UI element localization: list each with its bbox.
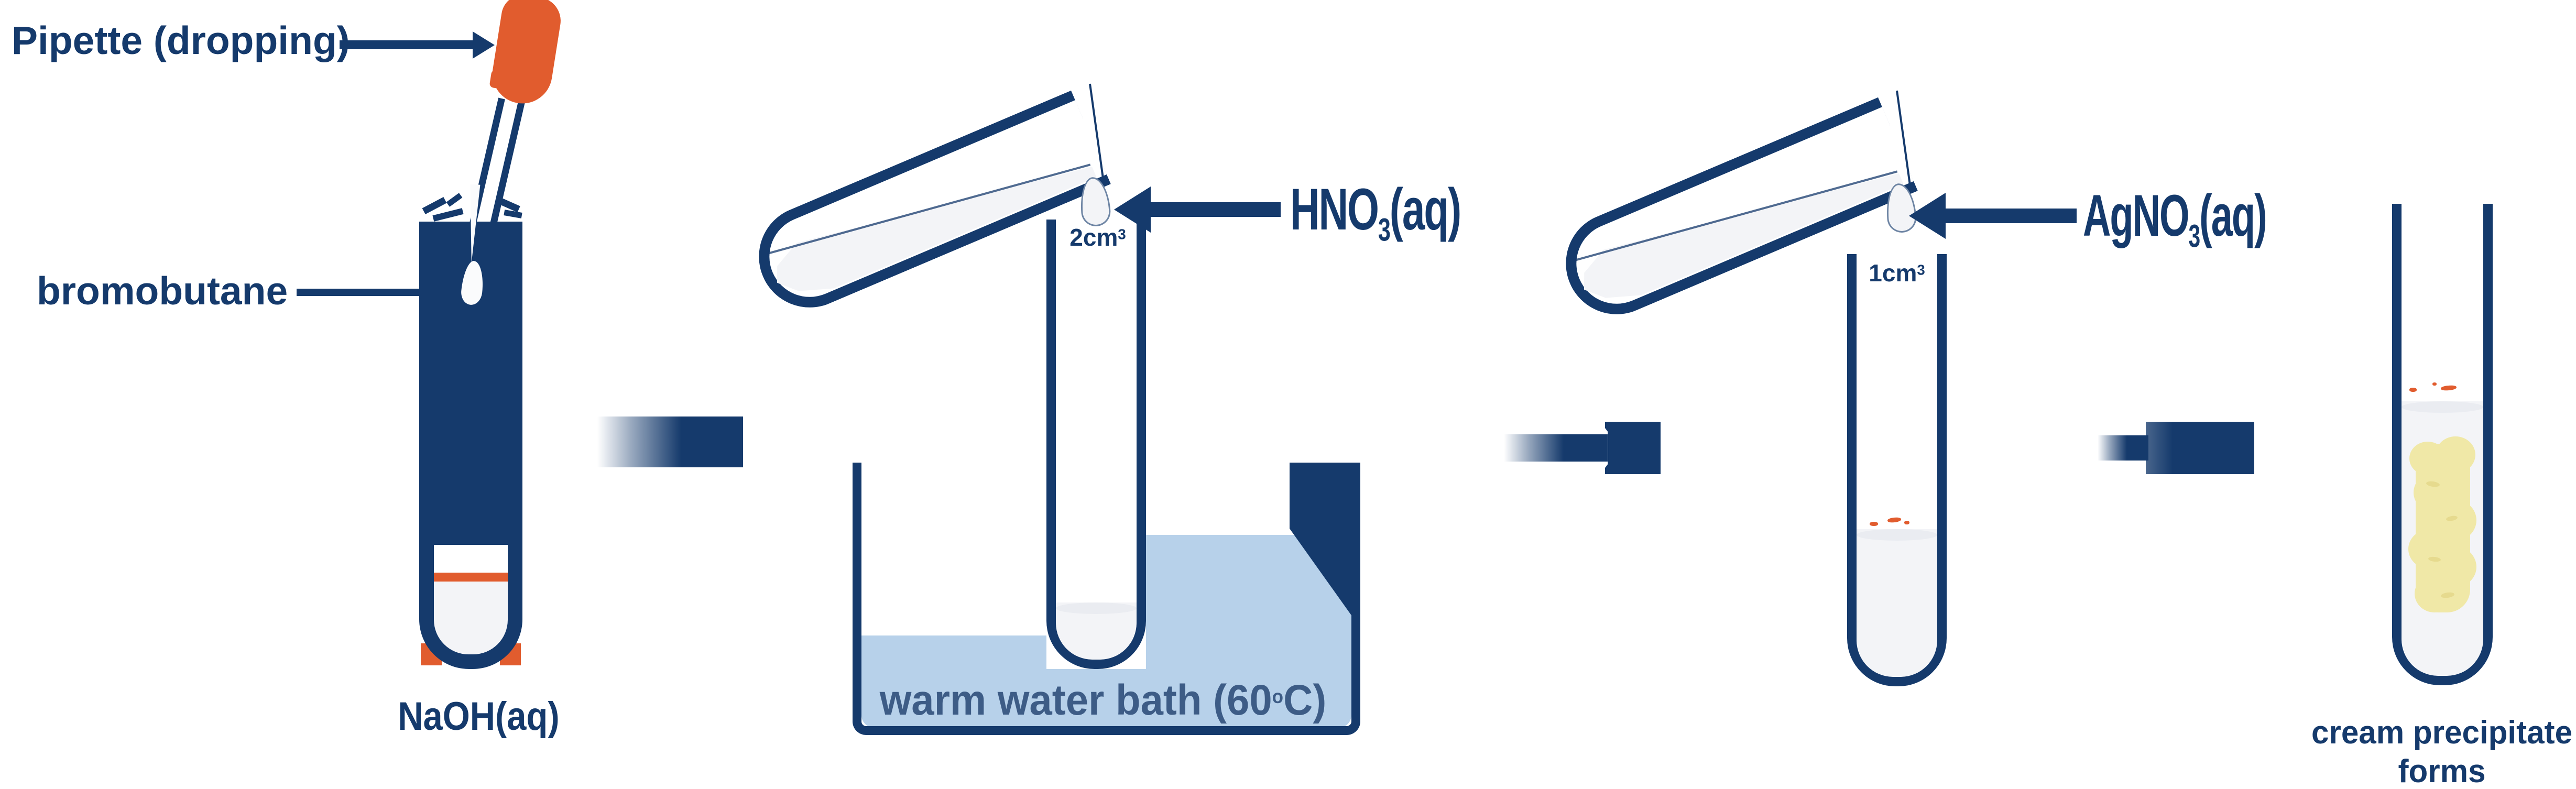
agno3-formula: AgNO [2083,183,2189,248]
bath-caption: warm water bath (60oC) [879,679,1327,722]
test-tube-1 [419,222,522,669]
orange-speck-icon [2409,388,2417,392]
pipette-label: Pipette (dropping) [12,18,350,62]
pipette-pointer-shaft [340,40,475,49]
step-arrow-3-shaft [2097,435,2148,461]
volume-2-value: 2cm [1069,224,1118,251]
test-tube-3 [1847,254,1947,686]
pipette-bulb [488,0,564,108]
bath-caption-end: C) [1283,676,1327,724]
tube1-aqueous-layer [434,582,508,654]
splash-mark-icon [504,210,522,218]
agno3-state: (aq) [2199,183,2267,248]
cream-precipitate-caption: cream precipitate forms [2307,714,2576,789]
tube3-liquid [1857,529,1937,677]
volume-3-exponent: 3 [1917,261,1925,278]
tube4-liquid [2402,401,2483,676]
step-arrow-2-shaft [1503,434,1608,462]
bromobutane-label: bromobutane [37,269,288,313]
tube2-liquid [1056,602,1137,660]
bromobutane-pointer-line [297,289,422,296]
hno3-formula: HNO [1290,177,1379,242]
water-bath-beaker [853,463,1360,735]
splash-mark-icon [446,193,463,207]
tube2-liquid-surface [1056,602,1137,614]
bath-degree-symbol: o [1272,685,1284,707]
tube1-gap-layer [434,545,508,573]
volume-label-1cm3: 1cm3 [1844,261,1949,285]
hno3-label: HNO3(aq) [1290,177,1461,248]
hno3-state: (aq) [1389,177,1461,242]
splash-mark-icon [422,196,447,215]
hno3-subscript: 3 [1378,212,1391,248]
hno3-arrow-shaft [1150,202,1281,217]
volume-2-exponent: 3 [1118,226,1126,243]
blob-bump [2436,436,2475,473]
step-arrow-3-head [2146,422,2254,474]
bath-water-under-tube [1046,669,1146,728]
tube1-bromobutane-layer [434,573,508,582]
bath-water-left [861,635,1046,728]
orange-speck-icon [1870,522,1878,526]
bath-caption-text: warm water bath (60 [879,676,1272,724]
orange-speck-icon [2432,382,2437,386]
agno3-subscript: 3 [2188,218,2200,255]
cream-precipitate-blob [2408,436,2476,618]
pipette-pointer-arrowhead-icon [473,31,495,59]
agno3-arrow-shaft [1945,209,2077,223]
naoh-caption: NaOH(aq) [398,694,560,739]
tube3-liquid-surface [1857,529,1937,541]
splash-mark-icon [432,208,464,222]
step-arrow-1 [596,417,743,467]
tube4-liquid-surface [2402,401,2483,413]
step-arrow-2-head [1605,422,1661,474]
test-tube-2 [1046,220,1146,669]
volume-3-value: 1cm [1869,259,1917,287]
agno3-label: AgNO3(aq) [2083,187,2267,255]
test-tube-4 [2392,204,2493,685]
volume-label-2cm3: 2cm3 [1045,225,1150,249]
orange-speck-icon [1904,521,1909,524]
caption-line-2: forms [2398,753,2486,789]
caption-line-1: cream precipitate [2311,715,2573,751]
agno3-arrowhead-icon [1909,193,1946,239]
